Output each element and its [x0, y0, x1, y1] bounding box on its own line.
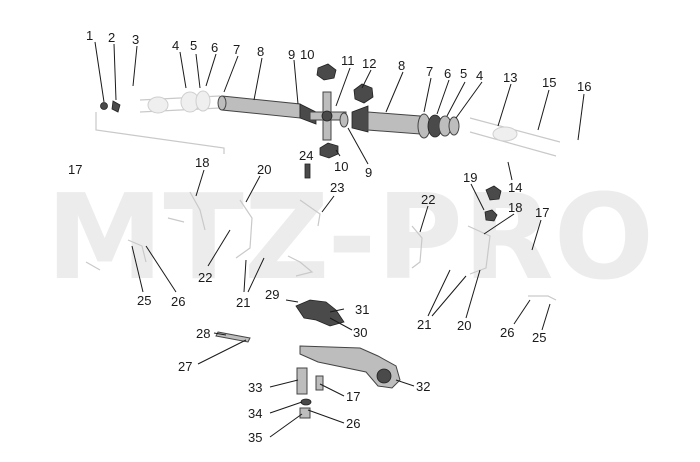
callout-4b: 4 [476, 68, 483, 83]
callout-17c: 17 [346, 389, 360, 404]
callout-32: 32 [416, 379, 430, 394]
callout-3: 3 [132, 32, 139, 47]
watermark: MTZ-PRO [46, 168, 654, 306]
callout-23: 23 [330, 180, 344, 195]
callout-13: 13 [503, 70, 517, 85]
bracket-ghost-23 [299, 199, 321, 227]
callout-26: 26 [171, 294, 185, 309]
leader-lines [94, 41, 585, 438]
callout-24: 24 [299, 148, 313, 163]
callout-34: 34 [248, 406, 262, 421]
callout-26b: 26 [500, 325, 514, 340]
callout-29: 29 [265, 287, 279, 302]
callout-7: 7 [233, 42, 240, 57]
lever-hole [376, 368, 392, 384]
shaft-tube-left-8 [221, 95, 301, 119]
callout-21: 21 [236, 295, 250, 310]
bracket-ghost-20 [235, 199, 253, 259]
nut-part-19 [485, 185, 502, 201]
callout-20: 20 [257, 162, 271, 177]
needle-bearing-top-10 [316, 63, 337, 81]
bearing-ghost-3 [147, 96, 169, 114]
bolt-part-24 [304, 163, 311, 179]
washer-part-34 [300, 398, 312, 406]
callout-8b: 8 [398, 58, 405, 73]
seal-ring-9 [339, 112, 349, 128]
callout-33: 33 [248, 380, 262, 395]
callout-17b: 17 [535, 205, 549, 220]
callout-11: 11 [341, 53, 355, 68]
callout-31: 31 [355, 302, 369, 317]
callout-7b: 7 [426, 64, 433, 79]
callout-27: 27 [178, 359, 192, 374]
callout-4: 4 [172, 38, 179, 53]
callout-26c: 26 [346, 416, 360, 431]
callout-12: 12 [362, 56, 376, 71]
callout-6b: 6 [444, 66, 451, 81]
callout-15: 15 [542, 75, 556, 90]
ring-ghost-5 [195, 90, 211, 112]
needle-bearing-bottom-10 [319, 142, 339, 159]
bolt-part-17 [315, 375, 324, 391]
nut-part-35 [299, 407, 311, 419]
callout-25: 25 [137, 293, 151, 308]
callout-28: 28 [196, 326, 210, 341]
callout-30: 30 [353, 325, 367, 340]
lever-part-32 [299, 345, 401, 389]
assembly-bracket-line [95, 112, 225, 154]
callout-6: 6 [211, 40, 218, 55]
bracket-ghost-21 [287, 255, 314, 277]
cap-4 [448, 116, 460, 136]
callout-35: 35 [248, 430, 262, 445]
callout-9b: 9 [365, 165, 372, 180]
callout-22b: 22 [198, 270, 212, 285]
callout-10b: 10 [334, 159, 348, 174]
callout-5: 5 [190, 38, 197, 53]
ghost-bracket-parts [85, 185, 557, 301]
callout-17: 17 [68, 162, 82, 177]
callout-20b: 20 [457, 318, 471, 333]
callout-2: 2 [108, 30, 115, 45]
bushing-part-33 [296, 367, 308, 395]
callout-18b: 18 [508, 200, 522, 215]
shaft-tube-left-end [217, 95, 227, 111]
callout-14: 14 [508, 180, 522, 195]
callout-labels: 1 2 3 4 5 6 7 8 9 10 11 12 8 7 6 5 4 13 … [68, 28, 591, 445]
driveshaft-assembly [95, 63, 561, 179]
bracket-ghost-22 [411, 225, 423, 269]
lever-assembly [215, 299, 401, 419]
callout-9: 9 [288, 47, 295, 62]
bracket-ghost-25 [85, 239, 147, 271]
bracket-ghost-18b [467, 225, 491, 275]
washer-part-2 [111, 100, 121, 113]
washer-part-19 [484, 209, 498, 222]
bracket-ghost-26 [528, 295, 557, 301]
shaft-tube-right-8 [367, 111, 421, 135]
callout-19: 19 [463, 170, 477, 185]
callout-5b: 5 [460, 66, 467, 81]
bracket-ghost-18 [167, 191, 206, 231]
callout-8: 8 [257, 44, 264, 59]
yoke-right [351, 105, 369, 133]
callout-1: 1 [86, 28, 93, 43]
needle-bearing-right-12 [353, 83, 374, 104]
callout-25b: 25 [532, 330, 546, 345]
callout-21b: 21 [417, 317, 431, 332]
callout-10: 10 [300, 47, 314, 62]
shaft-ghost-segment [492, 126, 518, 142]
callout-18: 18 [195, 155, 209, 170]
spring-29 [285, 299, 299, 303]
callout-16: 16 [577, 79, 591, 94]
bolt-part-1 [100, 102, 108, 110]
spider-center [321, 110, 333, 122]
callout-22: 22 [421, 192, 435, 207]
